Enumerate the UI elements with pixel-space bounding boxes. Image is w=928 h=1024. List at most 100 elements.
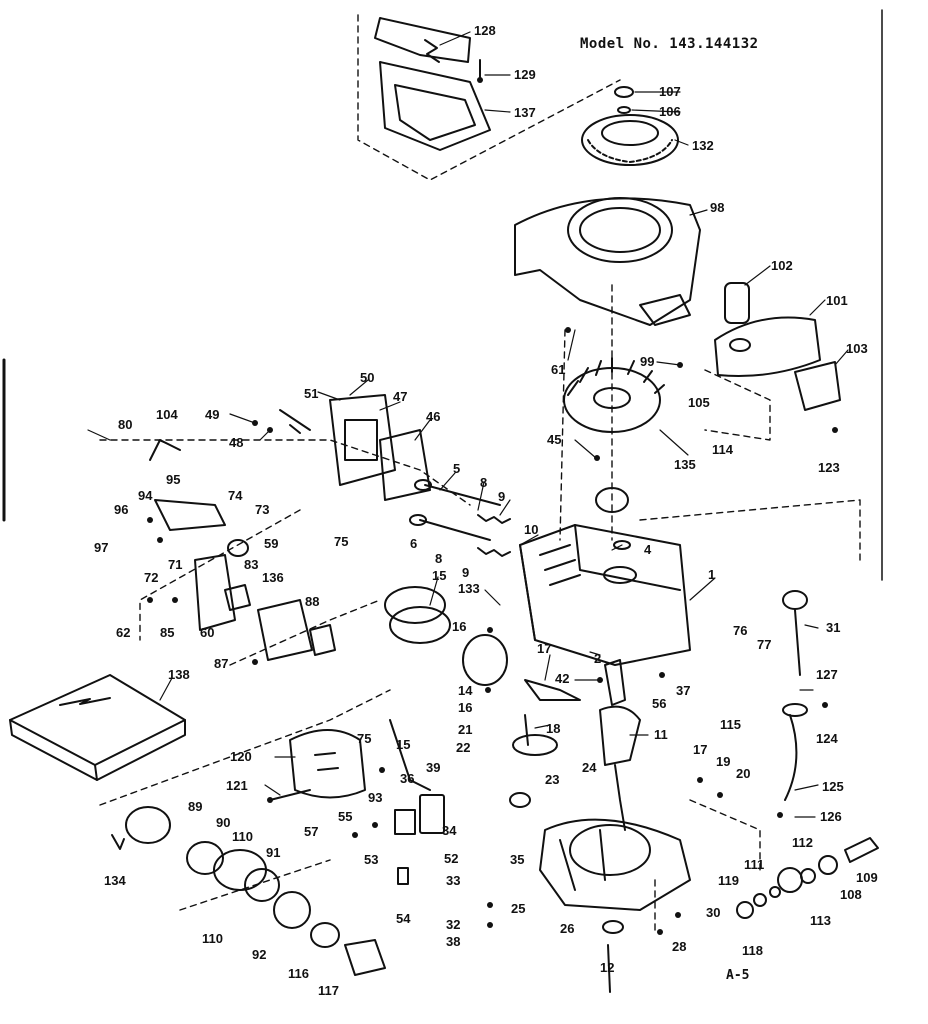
callout-134: 134	[104, 873, 126, 888]
callout-132: 132	[692, 138, 714, 153]
flywheel-screen-group	[581, 86, 679, 166]
callout-9a: 9	[498, 489, 506, 504]
callout-17a: 17	[537, 641, 552, 656]
callout-15a: 15	[432, 568, 447, 583]
callout-18: 18	[546, 721, 561, 736]
callout-136: 136	[262, 570, 284, 585]
callout-72: 72	[144, 570, 159, 585]
callout-54: 54	[396, 911, 411, 926]
callout-124: 124	[816, 731, 838, 746]
callout-23: 23	[545, 772, 560, 787]
callout-14: 14	[458, 683, 473, 698]
callout-114: 114	[712, 442, 733, 457]
callout-48: 48	[229, 435, 244, 450]
callout-112: 112	[792, 835, 813, 850]
callout-55: 55	[338, 809, 353, 824]
cylinder-block	[519, 524, 691, 666]
blower-housing	[514, 197, 701, 326]
callout-121: 121	[226, 778, 248, 793]
callout-73: 73	[255, 502, 270, 517]
owners-manual	[9, 674, 186, 781]
callout-123: 123	[818, 460, 840, 475]
callout-28: 28	[672, 939, 687, 954]
page-code-label: A-5	[726, 968, 750, 983]
callout-103: 103	[846, 341, 868, 356]
callout-77: 77	[757, 637, 772, 652]
callout-93: 93	[368, 790, 383, 805]
callout-85: 85	[160, 625, 175, 640]
callout-127: 127	[816, 667, 838, 682]
callout-5: 5	[453, 461, 461, 476]
callout-52: 52	[444, 851, 459, 866]
callout-32: 32	[446, 917, 461, 932]
breather-group	[389, 719, 445, 885]
callout-15b: 15	[396, 737, 411, 752]
callout-26: 26	[560, 921, 575, 936]
callout-137: 137	[514, 105, 536, 120]
callout-51: 51	[304, 386, 319, 401]
callout-71: 71	[168, 557, 183, 572]
callout-61: 61	[551, 362, 566, 377]
callout-126: 126	[820, 809, 842, 824]
callout-17b: 17	[693, 742, 708, 757]
callout-116: 116	[288, 966, 309, 981]
callout-46: 46	[426, 409, 441, 424]
callout-31: 31	[826, 620, 841, 635]
air-cleaner-housing	[269, 729, 366, 801]
drive-parts	[736, 837, 879, 919]
muffler-group	[714, 282, 841, 411]
assembly-guide-lines	[99, 14, 861, 936]
callout-37: 37	[676, 683, 691, 698]
callout-24: 24	[582, 760, 597, 775]
callout-74: 74	[228, 488, 243, 503]
callout-135: 135	[674, 457, 696, 472]
callout-75a: 75	[334, 534, 349, 549]
callout-117: 117	[318, 983, 339, 998]
callout-110b: 110	[202, 931, 223, 946]
callout-4: 4	[644, 542, 652, 557]
callout-113: 113	[810, 913, 831, 928]
callout-104: 104	[156, 407, 178, 422]
callout-128: 128	[474, 23, 496, 38]
callout-101: 101	[826, 293, 848, 308]
callout-111: 111	[744, 857, 765, 872]
callout-95: 95	[166, 472, 181, 487]
callout-138: 138	[168, 667, 190, 682]
callout-90: 90	[216, 815, 231, 830]
callout-125: 125	[822, 779, 844, 794]
callout-10: 10	[524, 522, 539, 537]
callout-94: 94	[138, 488, 153, 503]
callout-97: 97	[94, 540, 109, 555]
callout-35: 35	[510, 852, 525, 867]
filter-components	[111, 806, 386, 976]
callout-88: 88	[305, 594, 320, 609]
hardware-dots	[147, 77, 838, 935]
callout-36: 36	[400, 771, 415, 786]
callout-105: 105	[688, 395, 710, 410]
callout-109: 109	[856, 870, 878, 885]
callout-21: 21	[458, 722, 473, 737]
callout-22: 22	[456, 740, 471, 755]
cam-gear	[509, 714, 558, 808]
leader-lines	[87, 31, 849, 818]
callout-16a: 16	[452, 619, 467, 634]
callout-19: 19	[716, 754, 731, 769]
callout-118: 118	[742, 943, 763, 958]
cylinder-head-group	[279, 394, 431, 501]
callout-59: 59	[264, 536, 279, 551]
callout-129: 129	[514, 67, 536, 82]
callout-75b: 75	[357, 731, 372, 746]
carburetor-group	[149, 439, 336, 661]
callout-60: 60	[200, 625, 215, 640]
callout-20: 20	[736, 766, 751, 781]
callout-33: 33	[446, 873, 461, 888]
oil-fill-tube	[782, 590, 808, 801]
callout-119: 119	[718, 873, 739, 888]
callout-11: 11	[654, 727, 668, 742]
callout-53: 53	[364, 852, 379, 867]
model-number-label: Model No. 143.144132	[580, 36, 759, 52]
callout-34: 34	[442, 823, 457, 838]
callout-102: 102	[771, 258, 793, 273]
